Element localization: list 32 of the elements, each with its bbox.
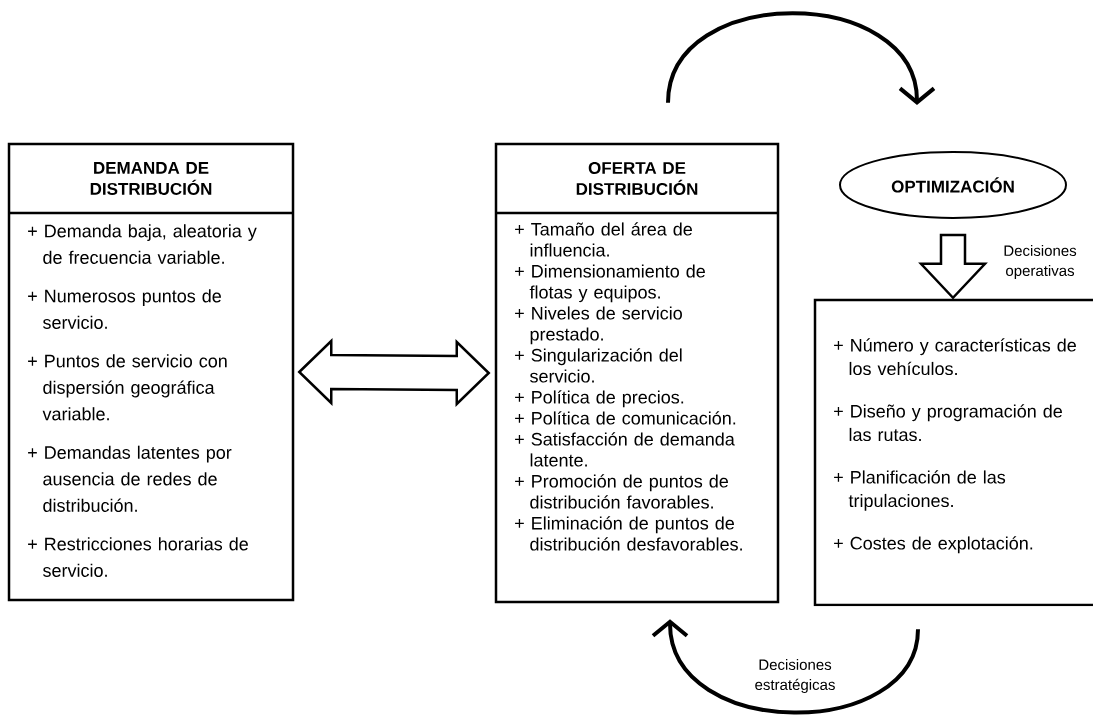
node-label: + Demandas latentes por ausencia de redes de distribución. (28, 445, 232, 512)
node-label: + Numerosos puntos de servicio. (28, 289, 221, 329)
bullet-list: + Número y características de los vehículos. + Diseño y programación de las rutas. + Planificación de las tripulaciones. + Costes de explotación. (834, 338, 1076, 554)
node-label: + Diseño y programación de las rutas. (834, 404, 1062, 442)
node-label: + Planificación de las tripulaciones. (834, 470, 1006, 511)
node-label: + Satisfacción de demanda latente. (515, 432, 735, 467)
ellipse-node: OPTIMIZACIÓN (839, 151, 1067, 219)
edge-label: Decisiones estratégicas (750, 658, 840, 694)
node-label: + Niveles de servicio prestado. (515, 306, 682, 345)
list-box (494, 142, 780, 604)
node-label: + Política de precios. (515, 390, 684, 408)
box-heading: DEMANDA DE DISTRIBUCIÓN (90, 162, 212, 195)
node-label: + Política de comunicación. (515, 411, 736, 425)
box-heading: OFERTA DE DISTRIBUCIÓN (576, 161, 698, 195)
node-label: + Restricciones horarias de servicio. (28, 537, 248, 577)
node-label: + Promoción de puntos de distribución favorables. (515, 474, 728, 509)
node-label: + Costes de explotación. (834, 536, 1033, 554)
node-label: + Número y características de los vehículos. (834, 338, 1076, 376)
node-label: + Puntos de servicio con dispersión geográfica variable. (28, 354, 227, 421)
bullet-list: + Demanda baja, aleatoria y de frecuencia variable. + Numerosos puntos de servicio. + Puntos de servicio con dispersión geográfica variable. + Demandas latentes por ausencia de redes de distribución. + Restricciones horarias de servicio. (28, 224, 257, 577)
node-label: + Singularización del servicio. (515, 348, 682, 383)
node-label: + Demanda baja, aleatoria y de frecuencia variable. (28, 224, 257, 264)
bullet-list: + Tamaño del área de influencia. + Dimensionamiento de flotas y equipos. + Niveles de servicio prestado. + Singularización del servicio. + Política de precios. + Política de comunicación. + Satisfacción de demanda latente. + Promoción de puntos de distribución favorables. + Eliminación de puntos de distribución desfavorables. (515, 222, 742, 551)
block-arrow (918, 233, 988, 300)
node-label: + Tamaño del área de influencia. (515, 222, 692, 257)
curved-arrow (651, 619, 920, 715)
list-box (813, 298, 1093, 607)
edge-label: Decisiones operativas (995, 244, 1085, 280)
node-label: + Dimensionamiento de flotas y equipos. (515, 264, 705, 303)
list-box (7, 142, 295, 602)
curved-arrow (666, 11, 936, 105)
node-label: + Eliminación de puntos de distribución desfavorables. (515, 516, 742, 551)
